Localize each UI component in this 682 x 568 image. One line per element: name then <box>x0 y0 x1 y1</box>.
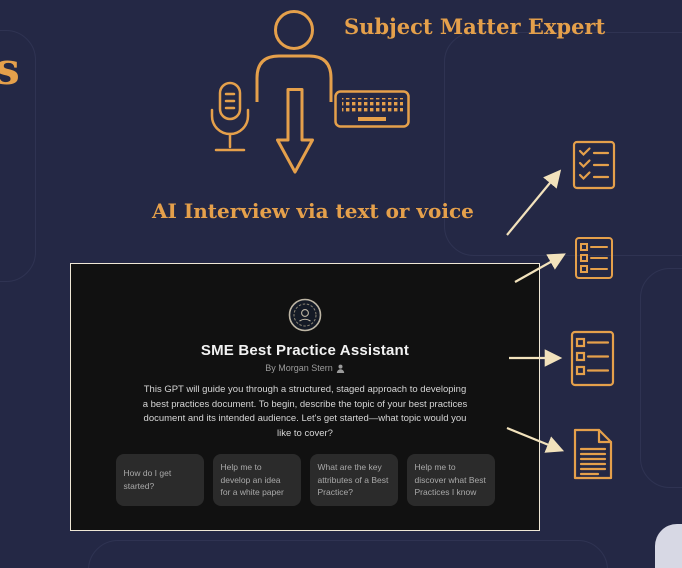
suggestion-chips: How do I get started? Help me to develop… <box>71 453 539 506</box>
microphone-icon <box>210 81 250 152</box>
subject-matter-expert-label: Subject Matter Expert <box>344 14 606 39</box>
assistant-card: SME Best Practice Assistant By Morgan St… <box>70 263 540 531</box>
checklist-items-large-icon <box>570 330 615 387</box>
assistant-title: SME Best Practice Assistant <box>200 342 410 359</box>
ai-interview-label: AI Interview via text or voice <box>152 199 474 223</box>
down-arrow-icon <box>276 88 314 174</box>
checklist-checked-icon <box>572 140 616 190</box>
suggestion-chip[interactable]: How do I get started? <box>115 453 204 506</box>
person-icon <box>255 10 333 102</box>
assistant-description: This GPT will guide you through a struct… <box>142 384 468 440</box>
document-icon <box>573 428 613 480</box>
background-outline-shape <box>640 268 682 488</box>
suggestion-chip[interactable]: Help me to develop an idea for a white p… <box>212 453 301 506</box>
checklist-items-icon <box>575 237 613 279</box>
builder-profile-icon <box>336 364 344 373</box>
flow-arrows <box>506 169 566 453</box>
byline-text: By Morgan Stern <box>265 363 333 373</box>
assistant-byline: By Morgan Stern <box>265 363 345 373</box>
background-pill-shape <box>655 524 682 568</box>
suggestion-chip[interactable]: What are the key attributes of a Best Pr… <box>309 453 398 506</box>
background-outline-shape <box>88 540 608 568</box>
keyboard-icon <box>334 90 410 128</box>
assistant-logo-icon <box>288 298 322 332</box>
cropped-left-text: s <box>0 44 20 95</box>
suggestion-chip[interactable]: Help me to discover what Best Practices … <box>406 453 495 506</box>
